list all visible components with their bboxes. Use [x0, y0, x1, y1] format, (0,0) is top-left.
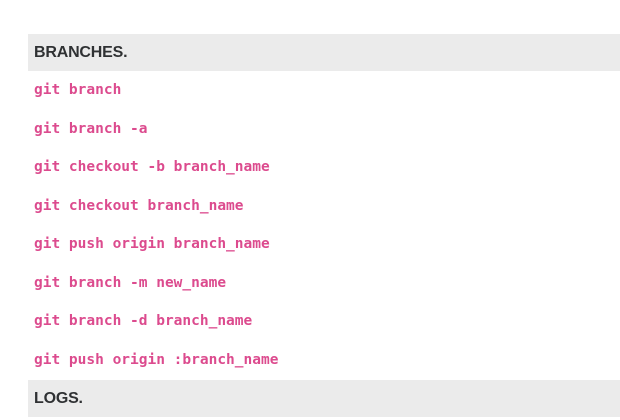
section-title-logs: LOGS.: [28, 380, 620, 417]
cheat-sheet: BRANCHES. git branch git branch -a git c…: [28, 0, 620, 420]
command-line: git push origin :branch_name: [34, 351, 279, 368]
command-line: git push origin branch_name: [34, 236, 270, 253]
command-line: git branch -a: [34, 120, 148, 137]
command-line: git checkout -b branch_name: [34, 159, 270, 176]
command-line: git branch -d branch_name: [34, 313, 253, 330]
command-line: git branch: [34, 82, 122, 99]
command-line: git checkout branch_name: [34, 197, 244, 214]
section-title-branches: BRANCHES.: [28, 34, 620, 71]
branches-command-list: git branch git branch -a git checkout -b…: [34, 71, 620, 379]
command-line: git branch -m new_name: [34, 274, 227, 291]
